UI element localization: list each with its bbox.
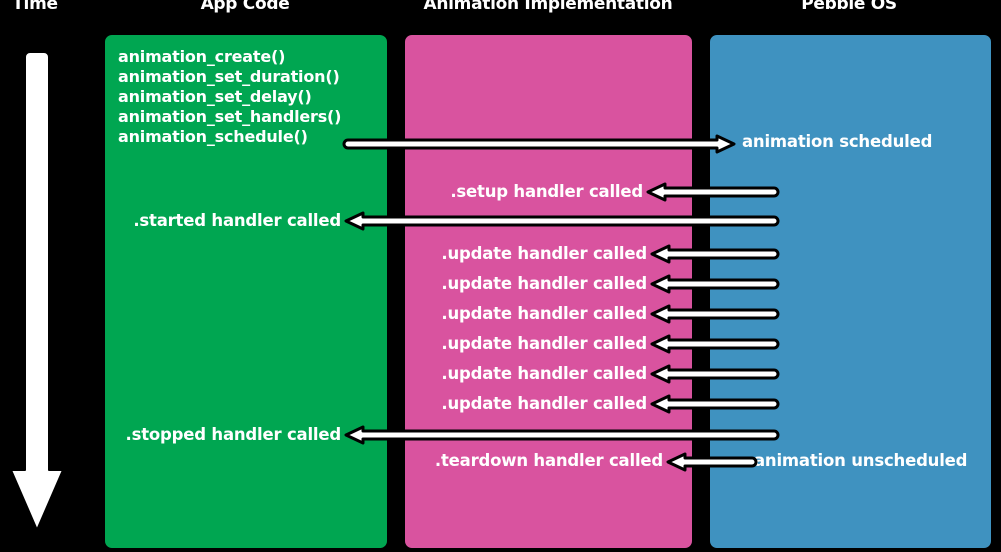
app-code-call-2: animation_set_delay() [118, 87, 312, 106]
app-code-event-stopped: .stopped handler called [125, 425, 342, 444]
column-header-time: Time [12, 0, 58, 14]
arrow-started-handler-call [343, 211, 780, 231]
impl-event-update-1: .update handler called [441, 244, 647, 263]
app-code-lane [103, 33, 389, 550]
impl-event-setup: .setup handler called [450, 182, 643, 201]
arrow-teardown-handler-call [665, 452, 758, 472]
impl-event-update-6: .update handler called [441, 394, 647, 413]
impl-event-update-3: .update handler called [441, 304, 647, 323]
os-event-animation-scheduled: animation scheduled [742, 132, 933, 151]
arrow-update-handler-call-5 [649, 364, 780, 384]
animation-implementation-lane [403, 33, 694, 550]
app-code-call-1: animation_set_duration() [118, 67, 340, 86]
column-header-animation-implementation: Animation Implementation [423, 0, 673, 14]
arrow-update-handler-call-2 [649, 274, 780, 294]
arrow-update-handler-call-3 [649, 304, 780, 324]
app-code-call-4: animation_schedule() [118, 127, 308, 146]
app-code-event-started: .started handler called [133, 211, 341, 230]
time-axis-arrow [5, 42, 69, 542]
os-event-animation-unscheduled: animation unscheduled [754, 451, 968, 470]
arrow-update-handler-call-6 [649, 394, 780, 414]
impl-event-update-4: .update handler called [441, 334, 647, 353]
impl-event-update-2: .update handler called [441, 274, 647, 293]
arrow-setup-handler-call [645, 182, 780, 202]
column-header-pebble-os: Pebble OS [801, 0, 897, 14]
app-code-call-0: animation_create() [118, 47, 286, 66]
impl-event-teardown: .teardown handler called [434, 451, 663, 470]
column-header-app-code: App Code [200, 0, 290, 14]
arrow-stopped-handler-call [343, 425, 780, 445]
arrow-update-handler-call-1 [649, 244, 780, 264]
arrow-update-handler-call-4 [649, 334, 780, 354]
app-code-call-3: animation_set_handlers() [118, 107, 342, 126]
impl-event-update-5: .update handler called [441, 364, 647, 383]
arrow-animation-schedule-to-os [342, 134, 737, 154]
